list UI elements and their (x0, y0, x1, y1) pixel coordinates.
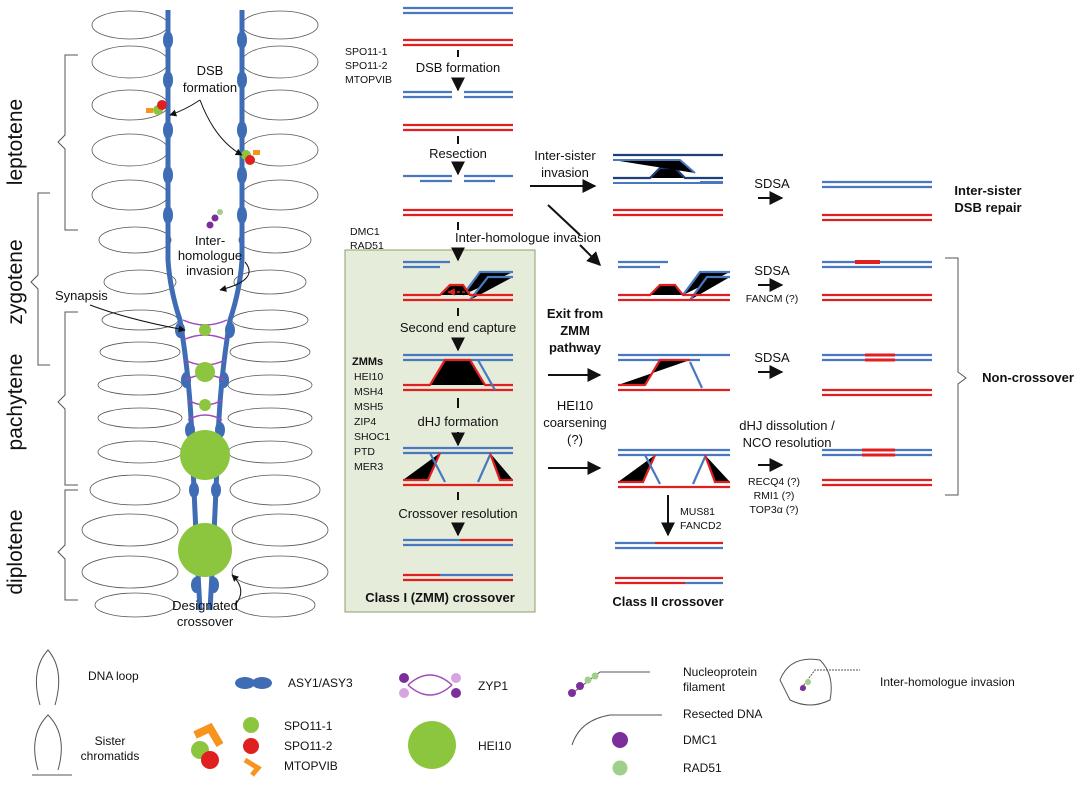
legend-inter-homologue-invasion: Inter-homologue invasion (880, 675, 1015, 689)
zmm-pathway-box (344, 249, 536, 613)
inter-homologue-label-3: invasion (186, 263, 234, 278)
spo11-complex-icon (146, 100, 260, 165)
legend-hei10: HEI10 (478, 739, 512, 753)
nucleoprotein-filament-icon (206, 209, 223, 229)
rad51-icon (612, 760, 628, 776)
synapsis-label: Synapsis (55, 288, 108, 303)
step-dsb-formation: DSB formation (416, 60, 501, 75)
asy-icon (235, 677, 272, 689)
hei10-coarsening-2: coarsening (543, 415, 607, 430)
inter-sister-repair-1: Inter-sister (954, 183, 1021, 198)
mtopvib-icon (243, 757, 262, 777)
sdsa-label-3: SDSA (754, 350, 790, 365)
dhj-dissolution-2: NCO resolution (743, 435, 832, 450)
designated-crossover-label-2: crossover (177, 614, 234, 629)
stage-diplotene: diplotene (4, 509, 27, 594)
spo11-2-icon (243, 738, 259, 754)
legend-rad51: RAD51 (683, 761, 722, 775)
hei10-foci (178, 324, 232, 577)
stage-leptotene: leptotene (4, 99, 27, 185)
legend-spo11-2: SPO11-2 (284, 739, 333, 753)
class2-enzyme: FANCD2 (680, 520, 722, 532)
legend-zyp1: ZYP1 (478, 679, 508, 693)
inter-sister-repair-2: DSB repair (954, 200, 1021, 215)
zmm-item: MSH5 (354, 401, 383, 413)
enzyme-mtopvib: MTOPVIB (345, 74, 392, 86)
zmm-list: HEI10 MSH4 MSH5 ZIP4 SHOC1 PTD MER3 (354, 371, 390, 473)
legend-nucleoprotein-1: Nucleoprotein (683, 665, 757, 679)
exit-zmm-2: ZMM (560, 323, 590, 338)
zmm-item: ZIP4 (354, 416, 376, 428)
legend-dna-loop: DNA loop (88, 669, 139, 683)
legend: DNA loop Sister chromatids ASY1/ASY3 SPO… (32, 649, 1015, 777)
dissolution-enzyme: RECQ4 (?) (748, 476, 800, 488)
zmm-item: HEI10 (354, 371, 383, 383)
spo11-legend-icon (191, 722, 224, 769)
legend-spo11-1: SPO11-1 (284, 719, 333, 733)
exit-zmm-1: Exit from (547, 306, 603, 321)
center-pathway: SPO11-1 SPO11-2 MTOPVIB DSB formation Re… (345, 6, 601, 605)
sdsa-label-1: SDSA (754, 176, 790, 191)
inter-sister-invasion-2: invasion (541, 165, 589, 180)
inter-homologue-invasion-icon (779, 658, 860, 706)
hei10-icon (408, 721, 456, 769)
nucleoprotein-filament-legend-icon (568, 671, 650, 697)
chromosome-axes (165, 10, 245, 611)
inter-sister-invasion-1: Inter-sister (534, 148, 596, 163)
inter-homologue-label-2: homologue (178, 248, 242, 263)
legend-asy: ASY1/ASY3 (288, 676, 353, 690)
step-resection: Resection (429, 146, 487, 161)
legend-nucleoprotein-2: filament (683, 680, 726, 694)
zmm-item: MSH4 (354, 386, 383, 398)
alternative-pathways: Inter-sister invasion SDSA Inter-sister … (530, 148, 1074, 609)
exit-zmm-3: pathway (549, 340, 602, 355)
legend-sister-1: Sister (95, 734, 126, 748)
resected-dna-icon (571, 714, 662, 746)
class2-enzyme: MUS81 (680, 506, 715, 518)
dsb-formation-label-1: DSB (197, 63, 224, 78)
zmm-item: SHOC1 (354, 431, 390, 443)
sister-chromatids-icon (32, 714, 72, 776)
sdsa-label-2: SDSA (754, 263, 790, 278)
stage-pachytene: pachytene (4, 354, 27, 451)
designated-crossover-label-1: Designated (172, 598, 238, 613)
class1-crossover-label: Class I (ZMM) crossover (365, 590, 515, 605)
zmm-item: PTD (354, 446, 375, 458)
zmm-title: ZMMs (352, 356, 383, 368)
legend-sister-2: chromatids (81, 749, 140, 763)
recombinase-rad51: RAD51 (350, 240, 384, 252)
zyp1-icon (399, 673, 461, 698)
chromosome-panel: DSB formation Inter- homologue invasion … (4, 10, 329, 629)
step-dhj-formation: dHJ formation (418, 414, 499, 429)
dsb-formation-label-2: formation (183, 80, 237, 95)
step-inter-homologue: Inter-homologue invasion (455, 230, 601, 245)
recombinase-dmc1: DMC1 (350, 226, 380, 238)
dissolution-enzyme: TOP3α (?) (749, 504, 798, 516)
class2-crossover-label: Class II crossover (612, 594, 723, 609)
enzyme-spo11-1: SPO11-1 (345, 46, 388, 58)
hei10-coarsening-1: HEI10 (557, 398, 593, 413)
legend-dmc1: DMC1 (683, 733, 717, 747)
stage-brackets (30, 54, 78, 601)
step-crossover-resolution: Crossover resolution (398, 506, 517, 521)
non-crossover-label: Non-crossover (982, 370, 1074, 385)
zmm-item: MER3 (354, 461, 383, 473)
dissolution-enzyme: RMI1 (?) (754, 490, 795, 502)
non-crossover-bracket (945, 257, 967, 496)
dmc1-icon (612, 732, 628, 748)
legend-resected-dna: Resected DNA (683, 707, 762, 721)
enzyme-spo11-2: SPO11-2 (345, 60, 388, 72)
fancm-label: FANCM (?) (746, 293, 799, 305)
hei10-coarsening-3: (?) (567, 432, 583, 447)
stage-zygotene: zygotene (4, 239, 27, 324)
dna-loop-icon (35, 649, 60, 706)
step-second-end-capture: Second end capture (400, 320, 516, 335)
spo11-1-icon (243, 717, 259, 733)
legend-mtopvib: MTOPVIB (284, 759, 338, 773)
inter-homologue-label-1: Inter- (195, 233, 225, 248)
dhj-dissolution-1: dHJ dissolution / (739, 418, 835, 433)
